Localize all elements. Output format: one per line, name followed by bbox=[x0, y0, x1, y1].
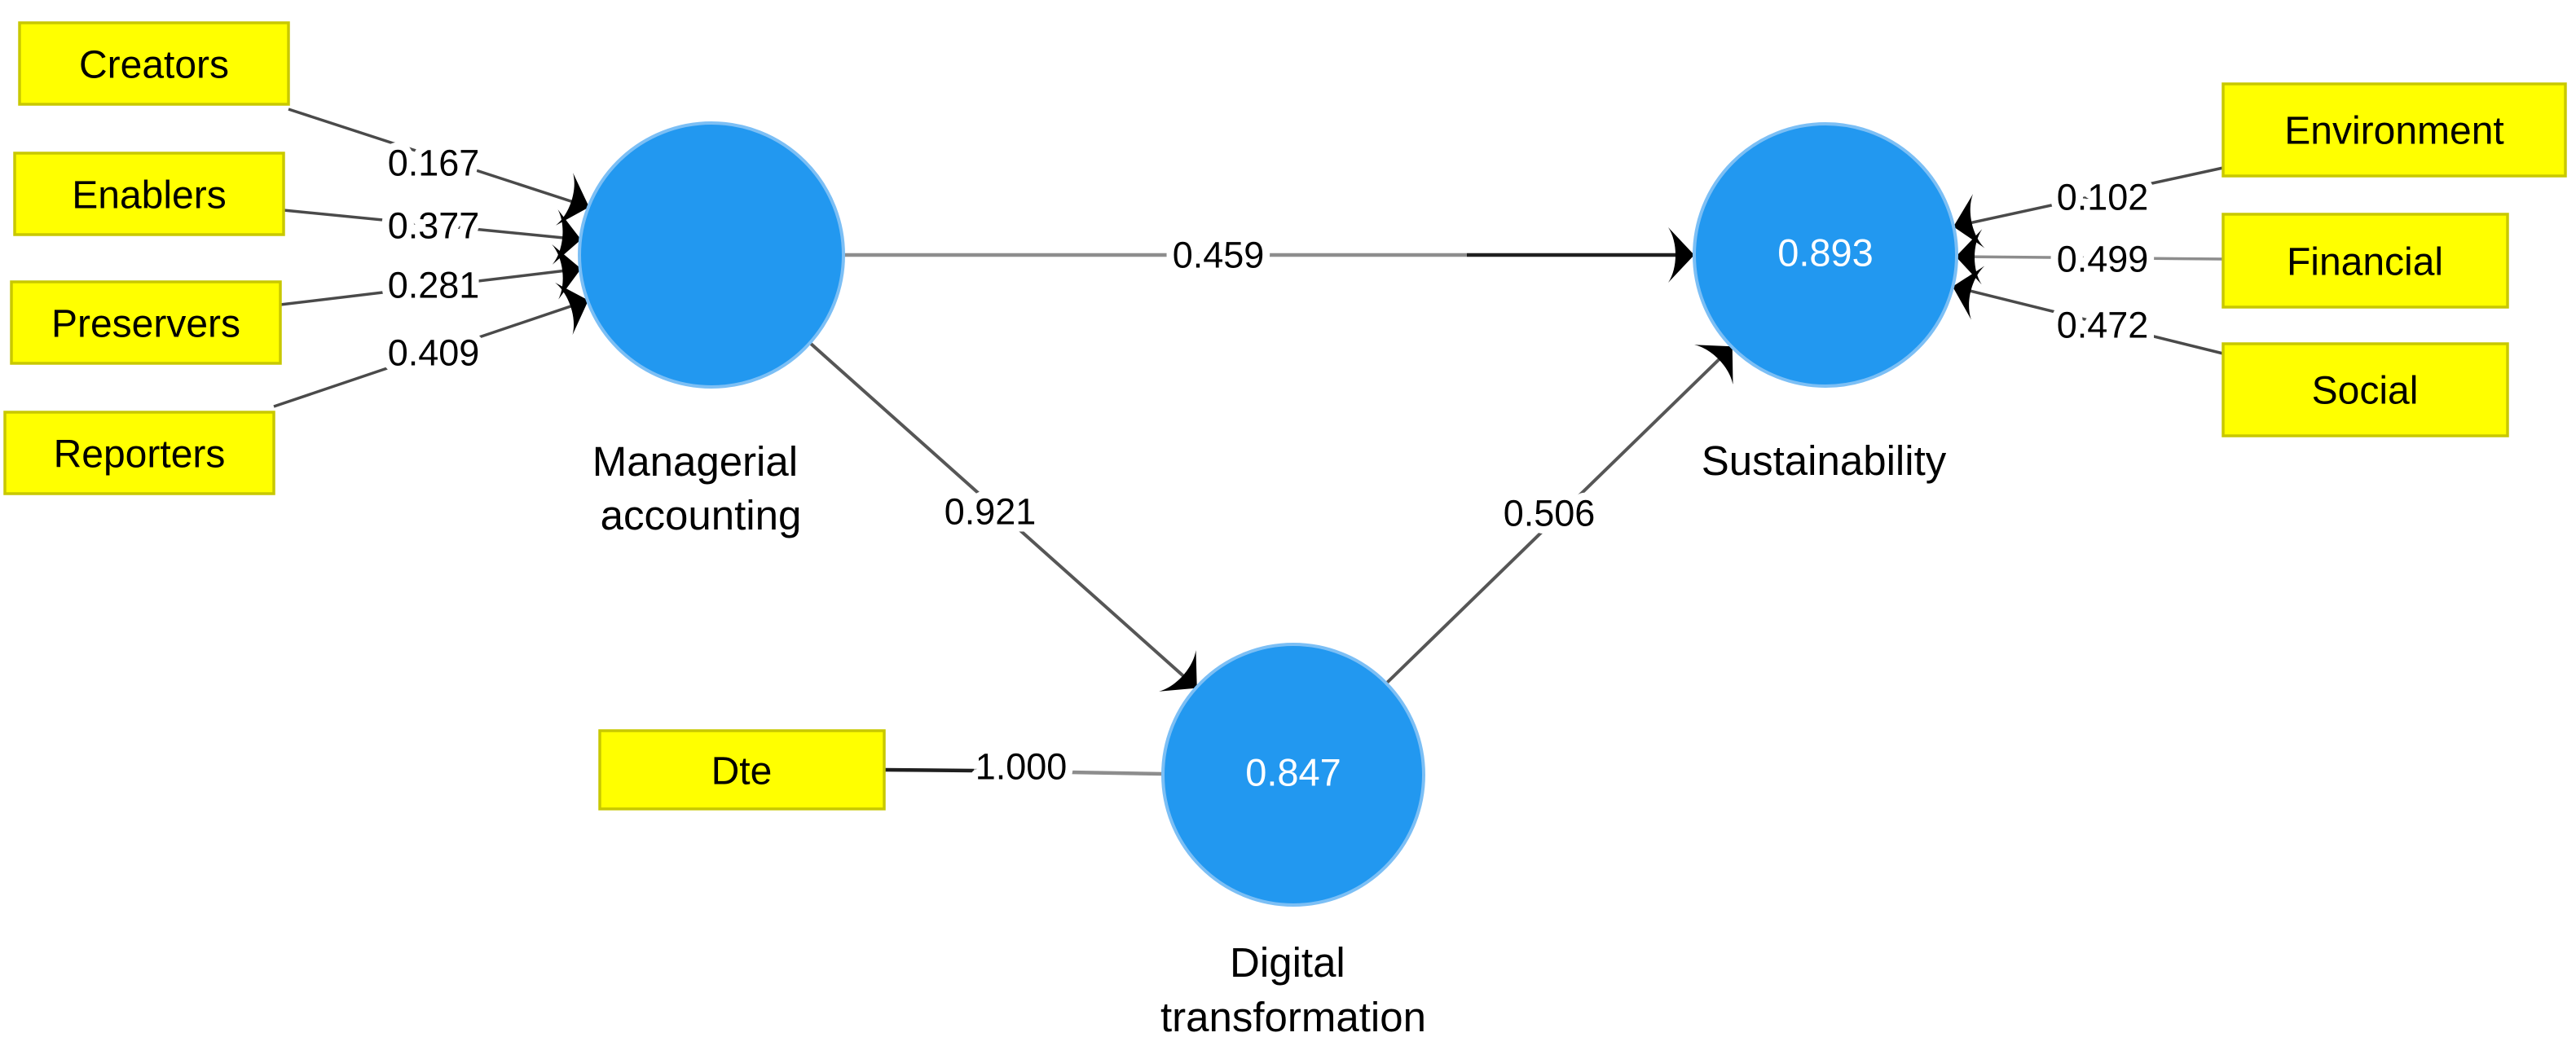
indicator-weight-reporters: 0.409 bbox=[388, 332, 480, 374]
indicator-label: Creators bbox=[79, 44, 229, 87]
indicator-preservers[interactable]: Preservers bbox=[10, 280, 282, 365]
indicator-creators[interactable]: Creators bbox=[18, 21, 290, 106]
indicator-edge-enablers[interactable] bbox=[283, 209, 581, 265]
indicator-weight-financial: 0.499 bbox=[2057, 239, 2149, 280]
indicator-dte[interactable]: Dte bbox=[598, 729, 886, 811]
indicator-box[interactable] bbox=[18, 21, 290, 106]
indicator-label: Financial bbox=[2287, 241, 2443, 284]
measurement-edges-digital bbox=[883, 767, 1164, 776]
path-coefficient-managerial-digital: 0.921 bbox=[945, 491, 1037, 533]
indicator-label: Enablers bbox=[72, 174, 226, 218]
construct-label: Sustainability bbox=[1702, 437, 1947, 484]
indicator-label: Preservers bbox=[51, 303, 240, 346]
indicator-environment[interactable]: Environment bbox=[2222, 82, 2567, 178]
indicator-label: Dte bbox=[711, 750, 773, 793]
indicator-label: Reporters bbox=[54, 433, 226, 477]
indicator-edge-environment[interactable] bbox=[1953, 166, 2224, 248]
measurement-edges-managerial bbox=[273, 108, 589, 408]
indicator-box[interactable] bbox=[2222, 213, 2509, 309]
indicator-box[interactable] bbox=[10, 280, 282, 365]
indicator-edge-preservers[interactable] bbox=[280, 244, 581, 306]
construct-r2-value: 0.847 bbox=[1245, 751, 1341, 794]
indicator-weight-enablers: 0.377 bbox=[388, 205, 480, 247]
construct-digital[interactable]: 0.847 Digital transformation bbox=[1160, 643, 1426, 1040]
indicator-weight-creators: 0.167 bbox=[388, 143, 480, 184]
measurement-edges-sustainability bbox=[1953, 166, 2224, 355]
construct-managerial[interactable]: Managerial accounting bbox=[578, 121, 845, 538]
indicator-edge-social[interactable] bbox=[1953, 266, 2224, 355]
indicator-edge-financial[interactable] bbox=[1956, 229, 2224, 285]
indicator-edge-dte[interactable] bbox=[883, 767, 975, 773]
indicator-weight-environment: 0.102 bbox=[2057, 177, 2149, 218]
indicator-box[interactable] bbox=[598, 729, 886, 811]
indicator-box[interactable] bbox=[2222, 342, 2509, 437]
indicator-edge-dte[interactable] bbox=[973, 768, 1164, 776]
construct-circle[interactable] bbox=[1693, 122, 1958, 388]
path-edge-managerial-digital[interactable] bbox=[808, 341, 1198, 692]
indicator-weight-social: 0.472 bbox=[2057, 305, 2149, 346]
construct-circle[interactable] bbox=[578, 121, 845, 389]
construct-label: Digital transformation bbox=[1160, 939, 1426, 1040]
indicator-reporters[interactable]: Reporters bbox=[3, 411, 275, 495]
path-coefficient-managerial-sustainability: 0.459 bbox=[1173, 235, 1265, 276]
indicator-financial[interactable]: Financial bbox=[2222, 213, 2509, 309]
indicator-weight-preservers: 0.281 bbox=[388, 265, 480, 306]
indicator-edge-reporters[interactable] bbox=[273, 282, 588, 408]
indicator-weight-dte: 1.000 bbox=[975, 746, 1068, 788]
indicator-box[interactable] bbox=[2222, 82, 2567, 178]
indicator-box[interactable] bbox=[3, 411, 275, 495]
indicator-enablers[interactable]: Enablers bbox=[13, 152, 285, 236]
indicator-label: Social bbox=[2312, 370, 2419, 413]
structural-paths bbox=[808, 227, 1733, 692]
construct-r2-value: 0.893 bbox=[1777, 231, 1874, 275]
indicator-social[interactable]: Social bbox=[2222, 342, 2509, 437]
path-edge-digital-sustainability[interactable] bbox=[1385, 345, 1733, 685]
indicator-label: Environment bbox=[2284, 110, 2503, 153]
construct-label: Managerial accounting bbox=[592, 438, 809, 538]
indicator-box[interactable] bbox=[13, 152, 285, 236]
construct-sustainability[interactable]: 0.893 Sustainability bbox=[1693, 122, 1958, 484]
path-coefficient-digital-sustainability: 0.506 bbox=[1504, 493, 1596, 534]
indicator-edge-creators[interactable] bbox=[288, 108, 589, 226]
construct-circle[interactable] bbox=[1161, 643, 1425, 907]
